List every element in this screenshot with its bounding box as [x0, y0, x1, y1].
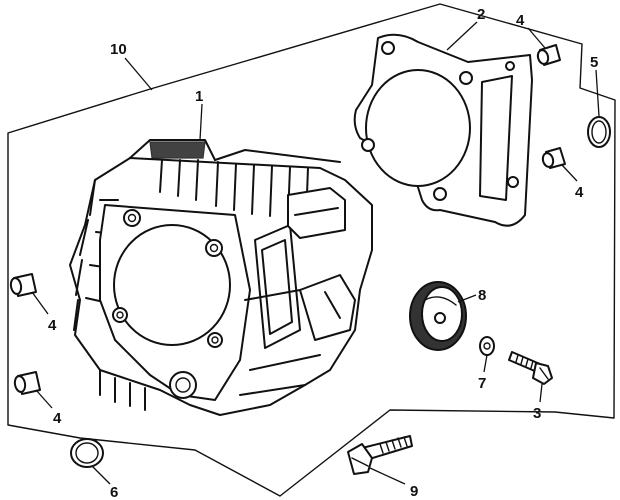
cylinder-head-gasket: [353, 33, 533, 227]
o-ring-right: [587, 116, 611, 148]
dowel-pin-left-lower: [13, 371, 41, 395]
dowel-pin-right: [541, 147, 566, 169]
callout-4-right: 4: [575, 184, 584, 201]
o-ring-bottom: [70, 438, 104, 468]
callout-2: 2: [477, 6, 485, 23]
callout-3: 3: [533, 405, 541, 422]
cover-cap: [409, 281, 467, 351]
callout-6: 6: [110, 484, 118, 500]
washer: [479, 336, 495, 356]
cylinder-head: [69, 139, 373, 416]
callout-9: 9: [410, 483, 418, 500]
dowel-pin-top-right: [536, 44, 561, 66]
callout-4-top: 4: [516, 12, 525, 29]
callout-4-left-lower: 4: [53, 410, 62, 427]
callout-1: 1: [195, 88, 203, 105]
bolt-small: [508, 351, 553, 385]
callout-4-left-upper: 4: [48, 317, 57, 334]
assembly-boundary: [7, 3, 616, 497]
bolt-long: [347, 435, 413, 475]
callout-8: 8: [478, 287, 486, 304]
leader-lines: [31, 21, 600, 485]
dowel-pin-left-upper: [9, 273, 37, 297]
callout-10: 10: [110, 41, 127, 58]
callout-7: 7: [478, 375, 486, 392]
callout-5: 5: [590, 54, 598, 71]
